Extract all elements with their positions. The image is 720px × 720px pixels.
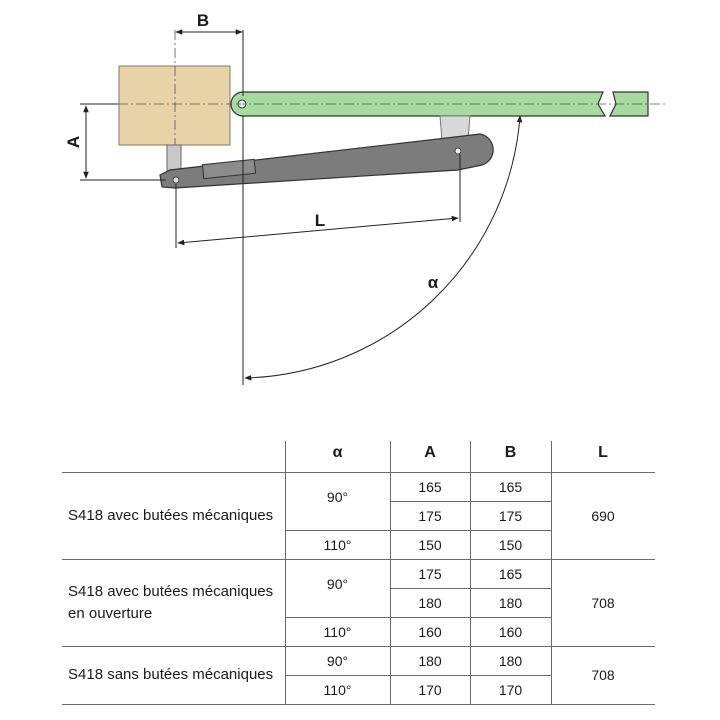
row-length-l: 708 <box>591 667 615 683</box>
cell-a: 170 <box>418 681 442 698</box>
angle-rule <box>285 617 551 618</box>
cell-a: 150 <box>418 536 442 553</box>
cell-b: 175 <box>498 507 523 524</box>
cell-b: 180 <box>498 594 523 611</box>
header-a: A <box>424 444 436 461</box>
row-description: S418 avec butées mécaniques <box>68 472 283 559</box>
column-rule <box>390 441 391 704</box>
row-length-l: 690 <box>591 507 615 524</box>
row-description-line: S418 sans butées mécaniques <box>68 666 274 683</box>
angle-rule <box>285 530 551 531</box>
dimension-a-label: A <box>64 136 83 148</box>
cell-b: 160 <box>498 623 523 640</box>
cell-b: 165 <box>498 478 523 495</box>
dimension-a <box>80 103 166 181</box>
opening-angle <box>242 115 523 385</box>
row-angle: 90° <box>326 489 349 505</box>
cell-a: 180 <box>418 652 442 669</box>
cell-b: 170 <box>498 681 523 698</box>
cell-a: 160 <box>418 623 442 640</box>
row-angle: 110° <box>323 681 352 698</box>
cell-b: 150 <box>498 536 523 553</box>
group-rule <box>62 559 655 560</box>
row-description-line: S418 avec butées mécaniques <box>68 506 274 524</box>
cell-a: 165 <box>418 478 442 495</box>
header-alpha: α <box>332 444 343 461</box>
cell-a: 180 <box>418 594 442 611</box>
cell-b: 165 <box>498 565 523 582</box>
row-length-l: 708 <box>591 594 615 611</box>
dimension-b-label: B <box>197 11 209 30</box>
cell-a: 175 <box>418 507 442 524</box>
row-description-line: en ouverture <box>68 604 153 622</box>
header-b: B <box>504 444 517 461</box>
row-angle: 90° <box>326 652 349 669</box>
group-rule <box>62 646 655 647</box>
column-rule <box>551 441 552 704</box>
installation-diagram: B A L α <box>64 11 668 385</box>
row-angle: 110° <box>323 623 352 640</box>
row-angle: 110° <box>323 536 352 553</box>
angle-alpha-label: α <box>428 273 439 292</box>
angle-rule <box>285 675 551 676</box>
cell-b: 180 <box>498 652 523 669</box>
row-angle: 90° <box>326 576 349 592</box>
column-rule <box>285 441 286 704</box>
cell-a: 175 <box>418 565 442 582</box>
column-rule <box>470 441 471 704</box>
row-description: S418 avec butées mécaniques en ouverture <box>68 559 283 646</box>
gate-post <box>118 65 231 146</box>
row-description-line: S418 avec butées mécaniques <box>68 582 274 600</box>
row-description: S418 sans butées mécaniques <box>68 646 283 704</box>
dimension-b <box>175 29 244 96</box>
header-rule <box>62 472 655 473</box>
group-rule <box>62 704 655 705</box>
header-l: L <box>598 444 608 461</box>
